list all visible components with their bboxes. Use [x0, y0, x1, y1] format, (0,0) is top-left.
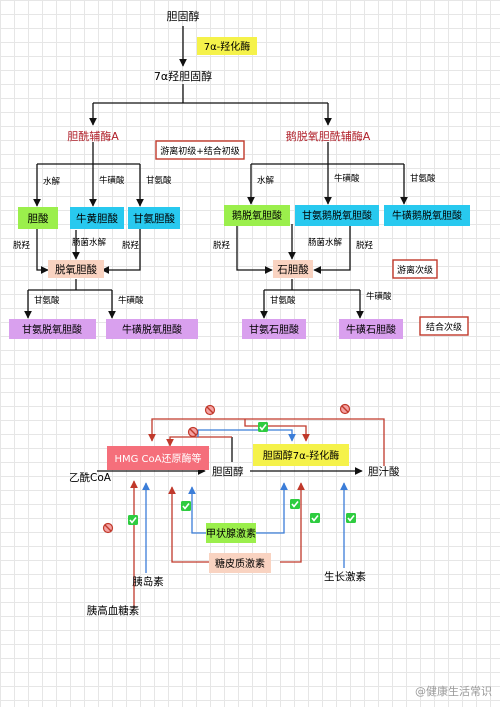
node-glycochenodeoxycholic-box: [295, 205, 379, 226]
node-hmg-coa-reductase: HMG CoA还原酶等: [114, 452, 201, 465]
promotion-lines: [142, 429, 348, 573]
check-icon: [290, 499, 300, 509]
edge-label-taurine-2: 牛磺酸: [334, 173, 360, 184]
edge-label-taurine-1: 牛磺酸: [99, 175, 125, 186]
node-taurolithocholic: 牛磺石胆酸: [346, 323, 396, 336]
inhibit-icon: [187, 426, 199, 438]
inhibit-icon: [204, 404, 216, 416]
node-cholic-acid-box: [18, 207, 58, 229]
node-lithocholic-box: [273, 260, 313, 278]
node-glycolithocholic: 甘氨石胆酸: [249, 323, 299, 336]
top-connectors: [24, 26, 408, 319]
edge-label-taurine-4: 牛磺酸: [366, 291, 392, 302]
node-glucocorticoid-box: [209, 553, 271, 573]
node-cholesterol-bottom: 胆固醇: [212, 465, 244, 478]
node-glycodeoxycholic: 甘氨脱氧胆酸: [22, 323, 82, 336]
edge-label-hydrolysis-1: 水解: [43, 176, 61, 187]
edge-label-dehydroxylation-3: 脱羟: [213, 240, 231, 251]
inhibit-icon: [102, 522, 114, 534]
edge-label-dehydroxylation-2: 脱羟: [122, 240, 140, 251]
node-glucocorticoid: 糖皮质激素: [215, 557, 265, 570]
node-cholesterol: 胆固醇: [167, 9, 200, 23]
check-icon: [346, 513, 356, 523]
note-primary: 游离初级+结合初级: [160, 145, 240, 157]
note-secondary-free-box: [392, 259, 438, 279]
edge-label-hydrolysis-2: 水解: [257, 175, 275, 186]
symbol-group: [102, 403, 356, 534]
edge-label-dehydroxylation-4: 脱羟: [356, 240, 374, 251]
node-chenodeoxycholic: 鹅脱氧胆酸: [232, 209, 282, 222]
check-icon: [310, 513, 320, 523]
node-bile-acid: 胆汁酸: [368, 465, 400, 478]
enzyme-7a-box: [197, 37, 257, 55]
note-secondary-conj-box: [419, 316, 469, 336]
edge-label-taurine-3: 牛磺酸: [118, 295, 144, 306]
node-glycochenodeoxycholic: 甘氨鹅脱氧胆酸: [302, 209, 372, 222]
note-secondary-free: 游离次级: [397, 264, 433, 276]
node-glycodeoxycholic-box: [9, 319, 96, 339]
node-hmg-coa-reductase-box: [107, 446, 209, 470]
node-taurolithocholic-box: [339, 319, 403, 339]
enzyme-7a-label: 7α-羟化酶: [204, 40, 251, 53]
bottom-main-path: [97, 437, 363, 475]
edge-label-bacterial-hydrolysis-1: 肠菌水解: [72, 237, 107, 248]
inhibit-icon: [339, 403, 351, 415]
node-7a-hydroxycholesterol: 7α羟胆固醇: [154, 69, 212, 83]
node-glycocholic: 甘氨胆酸: [133, 212, 175, 225]
check-icon: [181, 501, 191, 511]
node-7a-hydroxylase: 胆固醇7α-羟化酶: [263, 449, 340, 462]
node-taurocholic-box: [70, 207, 124, 229]
node-glycolithocholic-box: [242, 319, 306, 339]
node-taurochenodeoxycholic: 牛磺鹅脱氧胆酸: [392, 209, 462, 222]
node-deoxycholic-box: [48, 260, 104, 278]
node-glycocholic-box: [128, 207, 180, 229]
node-cholic-acid: 胆酸: [28, 212, 49, 225]
check-icon: [258, 422, 268, 432]
top-edge-labels-1: 水解 牛磺酸 甘氨酸 水解 牛磺酸 甘氨酸: [43, 173, 436, 187]
node-taurodeoxycholic-box: [106, 319, 198, 339]
node-growth-hormone: 生长激素: [324, 570, 366, 583]
note-primary-box: [155, 140, 245, 160]
node-cholyl-coa: 胆酰辅酶A: [67, 129, 119, 143]
node-taurochenodeoxycholic-box: [384, 205, 470, 226]
edge-label-glycine-3: 甘氨酸: [34, 295, 60, 306]
edge-label-glycine-4: 甘氨酸: [270, 295, 296, 306]
node-thyroid-hormone: 甲状腺激素: [206, 527, 256, 540]
watermark: @健康生活常识: [415, 684, 492, 698]
edge-label-dehydroxylation-1: 脱羟: [13, 240, 31, 251]
edge-label-bacterial-hydrolysis-2: 肠菌水解: [308, 237, 343, 248]
node-thyroid-hormone-box: [206, 523, 256, 543]
top-edge-labels-3: 甘氨酸 牛磺酸 甘氨酸 牛磺酸: [34, 291, 392, 306]
top-edge-labels-2: 脱羟 肠菌水解 脱羟 脱羟 肠菌水解 脱羟: [13, 237, 374, 251]
node-glucagon: 胰高血糖素: [87, 604, 140, 617]
node-chenodeoxycholic-box: [224, 205, 290, 226]
check-icon: [128, 515, 138, 525]
edge-label-glycine-1: 甘氨酸: [146, 175, 172, 186]
node-7a-hydroxylase-box: [253, 444, 349, 466]
node-lithocholic: 石胆酸: [277, 263, 309, 276]
node-insulin: 胰岛素: [132, 575, 164, 588]
edge-label-glycine-2: 甘氨酸: [410, 173, 436, 184]
node-taurodeoxycholic: 牛磺脱氧胆酸: [122, 323, 182, 336]
node-taurocholic: 牛黄胆酸: [76, 212, 118, 225]
node-chenodeoxycholyl-coa: 鹅脱氧胆酰辅酶A: [286, 129, 371, 143]
note-secondary-conj: 结合次级: [426, 321, 462, 333]
node-acetyl-coa: 乙酰CoA: [69, 471, 112, 484]
node-deoxycholic: 脱氧胆酸: [55, 263, 97, 276]
